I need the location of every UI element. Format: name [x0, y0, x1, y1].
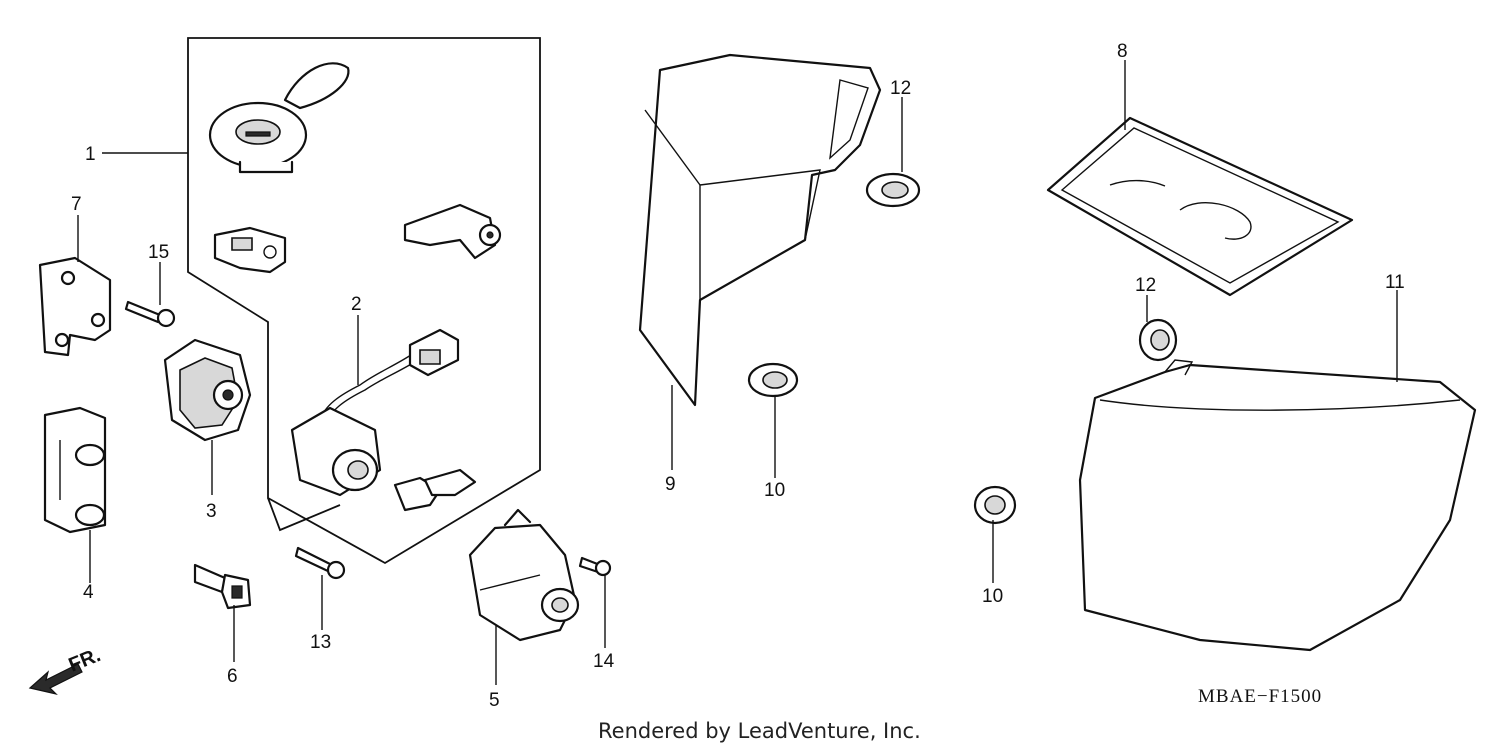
part-6-key[interactable]: [193, 563, 252, 610]
callout-5: 5: [489, 690, 500, 711]
part-15-screw[interactable]: [124, 300, 176, 328]
leader-lines: [77, 60, 1398, 685]
part-14-screw[interactable]: [578, 556, 612, 577]
callout-4: 4: [83, 582, 94, 603]
part-10-grommet-upper[interactable]: [747, 362, 799, 398]
kit-boundary-outline: [187, 37, 541, 565]
part-10-grommet-lower[interactable]: [973, 485, 1017, 525]
callout-6: 6: [227, 666, 238, 687]
part-1-lock-latch[interactable]: [403, 203, 502, 260]
callout-2: 2: [351, 294, 362, 315]
callout-numbers: 1 2 3 4 5 6 7 8 9 10 10 11 12 12 13 14 1…: [71, 41, 1405, 711]
callout-12: 12: [890, 78, 911, 99]
callout-8: 8: [1117, 41, 1128, 62]
part-8-seat-sheet[interactable]: [1046, 116, 1354, 297]
front-direction-label: FR.: [66, 644, 104, 676]
part-12-grommet-upper[interactable]: [865, 172, 921, 208]
front-arrow-icon: [28, 663, 83, 696]
part-11-side-cover[interactable]: [1078, 359, 1477, 652]
callout-1: 1: [85, 144, 96, 165]
part-7-plate[interactable]: [38, 256, 112, 357]
part-3-lock-cylinder[interactable]: [163, 338, 252, 442]
callout-3: 3: [206, 501, 217, 522]
callout-15: 15: [148, 242, 169, 263]
callout-10: 10: [764, 480, 785, 501]
part-1-lock-bracket[interactable]: [213, 226, 287, 274]
callout-10b: 10: [982, 586, 1003, 607]
part-5-ignition-cover[interactable]: [468, 508, 580, 642]
front-direction-indicator: FR.: [28, 644, 104, 696]
callout-9: 9: [665, 474, 676, 495]
part-2-ignition-switch[interactable]: [290, 328, 477, 512]
callout-14: 14: [593, 651, 615, 672]
callout-12b: 12: [1135, 275, 1156, 296]
part-1-seat-lock-cap[interactable]: [208, 62, 350, 174]
part-4-bracket[interactable]: [43, 406, 107, 534]
part-9-side-cover[interactable]: [638, 53, 882, 407]
callout-13: 13: [310, 632, 331, 653]
part-12-grommet-lower[interactable]: [1138, 318, 1178, 362]
callout-11: 11: [1385, 272, 1405, 293]
callout-7: 7: [71, 194, 82, 215]
part-13-screw[interactable]: [294, 546, 346, 580]
diagram-code: MBAE−F1500: [1198, 686, 1322, 707]
footer-credit: Rendered by LeadVenture, Inc.: [598, 719, 921, 743]
